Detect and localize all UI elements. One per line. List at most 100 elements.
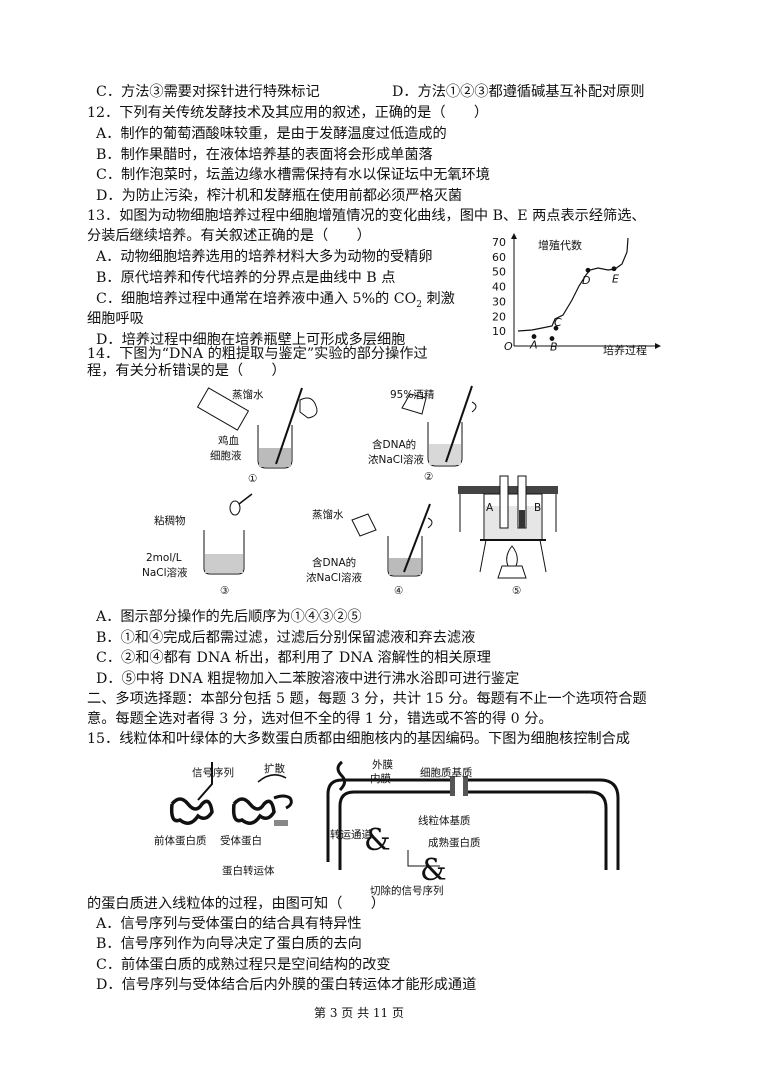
- point-a: [531, 334, 537, 339]
- flame: [506, 545, 518, 567]
- label-precursor: 前体蛋白质: [154, 834, 207, 847]
- q15-option-d: D．信号序列与受体结合后内外膜的蛋白转运体才能形成通道: [96, 977, 477, 993]
- beaker-3: [203, 530, 245, 575]
- label-blood-cell: 细胞液: [210, 449, 242, 462]
- stir-arrow-4: [427, 517, 433, 529]
- q13-option-a: A．动物细胞培养选用的培养材料大多为动物的受精卵: [96, 249, 433, 265]
- point-label-b: B: [550, 341, 558, 354]
- origin-label: O: [504, 340, 513, 353]
- precursor-protein-shape: [169, 797, 214, 825]
- label-alcohol: 95%酒精: [390, 388, 435, 401]
- step-5: A B ⑤: [458, 475, 558, 597]
- q15-stem-2: 的蛋白质进入线粒体的过程，由图可知（ ）: [87, 896, 385, 912]
- mature-protein-shape-2: &: [420, 853, 447, 888]
- point-d: [585, 267, 591, 273]
- q15-option-b: B．信号序列作为向导决定了蛋白质的去向: [96, 936, 362, 952]
- page-footer: 第 3 页 共 11 页: [314, 1006, 404, 1020]
- q15-option-c: C．前体蛋白质的成熟过程只是空间结构的改变: [96, 957, 391, 973]
- y-tick-label: 30: [492, 295, 506, 308]
- point-e: [611, 266, 617, 272]
- stir-arrow-2: [471, 401, 477, 413]
- outer-membrane: [326, 778, 620, 870]
- q12-option-b: B．制作果醋时，在液体培养基的表面将会形成单菌落: [96, 147, 433, 163]
- step-1: 蒸馏水 鸡血 细胞液 ①: [196, 387, 318, 485]
- hand-1: [299, 397, 318, 419]
- step-4: 蒸馏水 含DNA的 浓NaCl溶液 ④: [306, 503, 433, 597]
- mature-arrow: [407, 850, 440, 867]
- beaker-1: [257, 425, 293, 469]
- channel-left: [450, 776, 455, 796]
- label-mature: 成熟蛋白质: [428, 836, 481, 849]
- nacl-solution: [205, 554, 243, 573]
- label-receptor: 受体蛋白: [220, 834, 262, 847]
- q14-option-d: D．⑤中将 DNA 粗提物加入二苯胺溶液中进行沸水浴即可进行鉴定: [96, 671, 520, 687]
- inner-membrane: [338, 790, 608, 870]
- water-bottle-2: [351, 513, 377, 537]
- label-inner: 内膜: [370, 772, 391, 785]
- q13-option-c-cont: 细胞呼吸: [87, 311, 144, 327]
- q12-option-a: A．制作的葡萄酒酸味较重，是由于发酵温度过低造成的: [96, 126, 447, 142]
- point-label-c: C: [554, 316, 562, 329]
- point-c: [553, 325, 559, 331]
- tube-b-liquid: [519, 510, 525, 528]
- option-d: D．方法①②③都遵循碱基互补配对原则: [392, 84, 645, 100]
- receptor-protein-shape: [273, 794, 293, 810]
- tripod-left: [479, 539, 487, 573]
- q12-option-c: C．制作泡菜时，坛盖边缘水槽需保持有水以保证坛中无氧环境: [96, 167, 490, 183]
- label-nacl: NaCl溶液: [142, 566, 188, 579]
- q13-option-b: B．原代培养和传代培养的分界点是曲线中 B 点: [96, 270, 396, 286]
- q14-stem-2: 程，有关分析错误的是（ ）: [87, 363, 286, 379]
- label-step-2: ②: [424, 471, 433, 483]
- option-c: C．方法③需要对探针进行特殊标记: [96, 84, 320, 100]
- y-tick-label: 20: [492, 310, 506, 323]
- label-diffuse: 扩散: [264, 762, 285, 775]
- bound-protein-shape: [231, 797, 276, 825]
- q13-option-d: D．培养过程中细胞在培养瓶壁上可形成多层细胞: [96, 332, 406, 348]
- q14-stem-1: 14．下图为“DNA 的粗提取与鉴定”实验的部分操作过: [87, 346, 428, 362]
- q14-option-a: A．图示部分操作的先后顺序为①④③②⑤: [96, 609, 362, 625]
- transporter-shape: [274, 820, 288, 826]
- label-cytoplasm: 细胞质基质: [420, 766, 473, 779]
- label-blood: 鸡血: [218, 434, 239, 447]
- glass-rod-2: [445, 385, 473, 463]
- label-step-5: ⑤: [512, 585, 521, 597]
- step-2: 95%酒精 含DNA的 浓NaCl溶液 ②: [368, 385, 477, 483]
- label-water-1: 蒸馏水: [232, 388, 264, 401]
- mitochondria-import-figure: & & 信号序列 扩散 外膜 内膜 细胞质基质 前体蛋白质 受体蛋白 转运通道 …: [154, 759, 620, 896]
- label-water-2: 蒸馏水: [312, 508, 344, 521]
- beaker-4: [387, 536, 423, 577]
- label-dna-1a: 含DNA的: [372, 438, 416, 451]
- spoon-handle: [238, 493, 253, 505]
- step-3: 粘稠物 2mol/L NaCl溶液 ③: [142, 493, 253, 597]
- dna-solution-2: [429, 444, 461, 465]
- x-axis-label: 培养过程: [603, 343, 647, 357]
- label-channel: 转运通道: [330, 828, 372, 841]
- point-label-d: D: [582, 274, 590, 287]
- y-tick-label: 10: [492, 325, 506, 338]
- tube-a: [499, 475, 509, 529]
- dna-extraction-figure: 蒸馏水 鸡血 细胞液 ① 95%酒精 含DNA的 浓NaCl溶液 ② 粘稠物 2…: [142, 385, 558, 597]
- y-tick-label: 50: [492, 266, 506, 279]
- label-dna-2a: 含DNA的: [312, 556, 356, 569]
- q15-stem-1: 15．线粒体和叶绿体的大多数蛋白质都由细胞核内的基因编码。下图为细胞核控制合成: [87, 731, 630, 747]
- y-tick-label: 70: [492, 236, 506, 249]
- section-2-line-1: 二、多项选择题：本部分包括 5 题，每题 3 分，共计 15 分。每题有不止一个…: [87, 691, 647, 707]
- label-cut-signal: 切除的信号序列: [370, 884, 444, 896]
- label-step-1: ①: [248, 473, 257, 485]
- growth-curve: [517, 237, 629, 332]
- label-step-3: ③: [220, 585, 229, 597]
- q14-option-b: B．①和④完成后都需过滤，过滤后分别保留滤液和弃去滤液: [96, 630, 476, 646]
- y-tick-label: 40: [492, 281, 506, 294]
- point-label-a: A: [529, 339, 538, 352]
- blood-liquid: [259, 448, 291, 467]
- label-transporter: 蛋白转运体: [222, 864, 275, 877]
- tripod-right: [539, 539, 547, 573]
- q12-option-d: D．为防止污染，榨汁机和发酵瓶在使用前都必须严格灭菌: [96, 188, 463, 204]
- y-axis-label: 增殖代数: [538, 238, 582, 252]
- entering-chain: [336, 760, 347, 792]
- label-sticky: 粘稠物: [154, 514, 186, 527]
- label-dna-1b: 浓NaCl溶液: [368, 453, 425, 466]
- y-tick-label: 60: [492, 251, 506, 264]
- q13-stem-1: 13．如图为动物细胞培养过程中细胞增殖情况的变化曲线，图中 B、E 两点表示经筛…: [87, 208, 646, 224]
